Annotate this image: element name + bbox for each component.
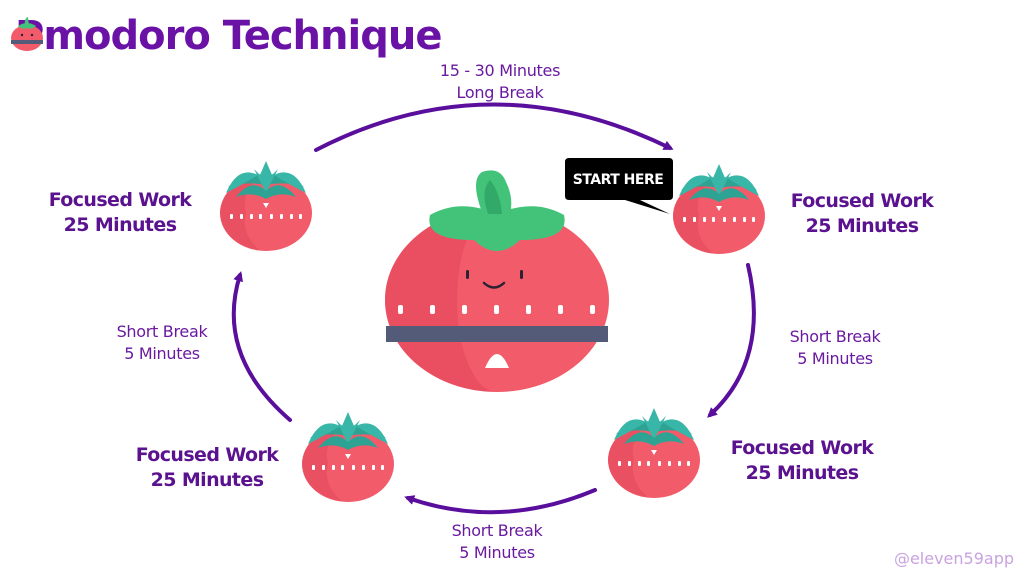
focus-label-top-left: Focused Work 25 Minutes [48,189,192,236]
focus-label-top-right: Focused Work 25 Minutes [790,190,934,237]
focus-label-bottom-right: Focused Work 25 Minutes [730,437,874,484]
start-here-bubble [565,158,673,214]
title-rest: modoro Technique [43,13,442,59]
page-title: P modoro Technique [10,8,442,64]
tomato-icon-bottom-left [302,412,394,502]
short-break-label-right: Short Break 5 Minutes [789,327,881,368]
start-here-badge: START HERE [563,158,673,202]
central-tomato-icon [385,170,609,392]
arrow-break-bottom [404,488,597,515]
arrow-break-left [231,271,292,422]
short-break-label-left: Short Break 5 Minutes [116,322,208,363]
watermark: @eleven59app [893,549,1014,568]
tomato-icon-bottom-right [608,408,700,498]
short-break-label-bottom: Short Break 5 Minutes [451,521,543,562]
arrow-break-right [707,263,756,418]
tomato-icon-top-right [673,164,765,254]
start-here-text: START HERE [572,172,664,188]
long-break-label: 15 - 30 Minutes Long Break [439,61,561,102]
tomato-icon-top-left [220,161,312,251]
focus-label-bottom-left: Focused Work 25 Minutes [135,444,279,491]
tomato-logo-icon [10,16,44,52]
arrow-long-break [314,102,674,152]
